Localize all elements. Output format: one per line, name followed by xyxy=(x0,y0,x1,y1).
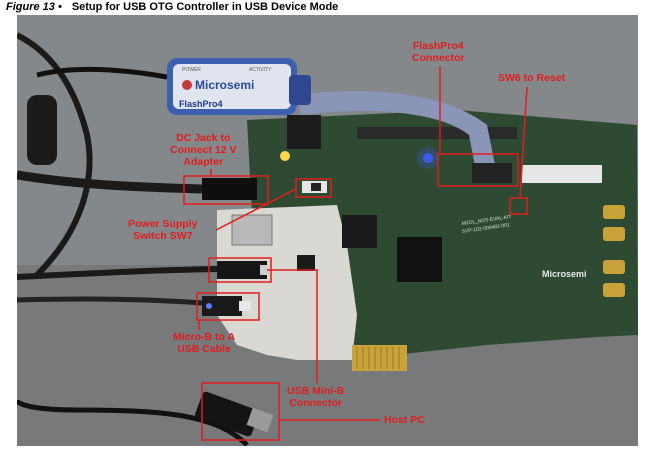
pcie-edge xyxy=(352,345,407,371)
dc-jack xyxy=(202,178,257,200)
figure-number: Figure 13 • xyxy=(6,1,62,13)
ribbon-cable xyxy=(300,90,497,177)
micro-b-plug xyxy=(202,296,242,316)
callout-mini-b-line1: USB Mini-B xyxy=(287,385,345,397)
header-connector xyxy=(522,165,602,183)
callout-mini-b-connector: USB Mini-B Connector xyxy=(287,385,344,409)
callout-power-switch-line2: Switch SW7 xyxy=(132,230,193,242)
box-sw6 xyxy=(509,197,528,215)
callout-sw6: SW6 to Reset xyxy=(498,72,565,84)
callout-dc-jack-line3: Adapter xyxy=(183,156,224,168)
ethernet-jack xyxy=(231,214,273,246)
callout-host-pc-line1: Host PC xyxy=(384,414,425,426)
callout-micro-b-line2: USB Cable xyxy=(177,343,231,355)
callout-micro-b-cable: Micro-B to A USB Cable xyxy=(173,331,235,355)
ddr-chip xyxy=(287,115,321,149)
callout-flashpro4-line2: Connector xyxy=(412,52,465,64)
callout-sw6-line1: SW6 to Reset xyxy=(498,72,566,84)
programmer-brand: Microsemi xyxy=(195,78,254,92)
microsemi-logo-icon xyxy=(182,80,192,90)
callout-dc-jack-line1: DC Jack to xyxy=(176,132,231,144)
callout-power-switch: Power Supply Switch SW7 xyxy=(128,218,197,242)
figure-title: Setup for USB OTG Controller in USB Devi… xyxy=(71,1,339,13)
callout-dc-jack-line2: Connect 12 V xyxy=(170,144,237,156)
box-dc-jack xyxy=(183,175,269,205)
callout-power-switch-line1: Power Supply xyxy=(128,218,198,230)
board-photo-drawing: POWER ACTIVITY Microsemi FlashPro4 M2GL_… xyxy=(17,15,638,446)
usb-plug-upper xyxy=(217,261,267,279)
callout-mini-b-line2: Connector xyxy=(289,397,342,409)
jtag-header xyxy=(472,163,512,183)
box-flashpro4-connector xyxy=(437,153,519,187)
callout-flashpro4-connector: FlashPro4 Connector xyxy=(412,40,465,64)
usb-a-plug xyxy=(195,391,259,437)
callout-dc-jack: DC Jack to Connect 12 V Adapter xyxy=(170,132,237,168)
box-micro-b xyxy=(196,292,260,321)
board-photo: POWER ACTIVITY Microsemi FlashPro4 M2GL_… xyxy=(17,15,638,446)
callout-host-pc: Host PC xyxy=(384,414,425,426)
box-host-pc xyxy=(201,382,280,441)
programmer-model: FlashPro4 xyxy=(179,99,223,109)
yellow-led xyxy=(280,151,290,161)
callout-micro-b-line1: Micro-B to A xyxy=(173,331,236,343)
blue-led xyxy=(423,153,433,163)
callout-flashpro4-line1: FlashPro4 xyxy=(412,40,464,52)
ferrite-bead xyxy=(27,95,57,165)
figure-caption: Figure 13 • Setup for USB OTG Controller … xyxy=(6,1,338,13)
fpga-chip xyxy=(397,237,442,282)
box-power-switch xyxy=(295,178,332,198)
programmer-power-text: POWER xyxy=(182,67,201,73)
programmer-activity-text: ACTIVITY xyxy=(249,67,272,73)
usb-phy-chip xyxy=(342,215,377,248)
board-brand: Microsemi xyxy=(542,269,587,279)
